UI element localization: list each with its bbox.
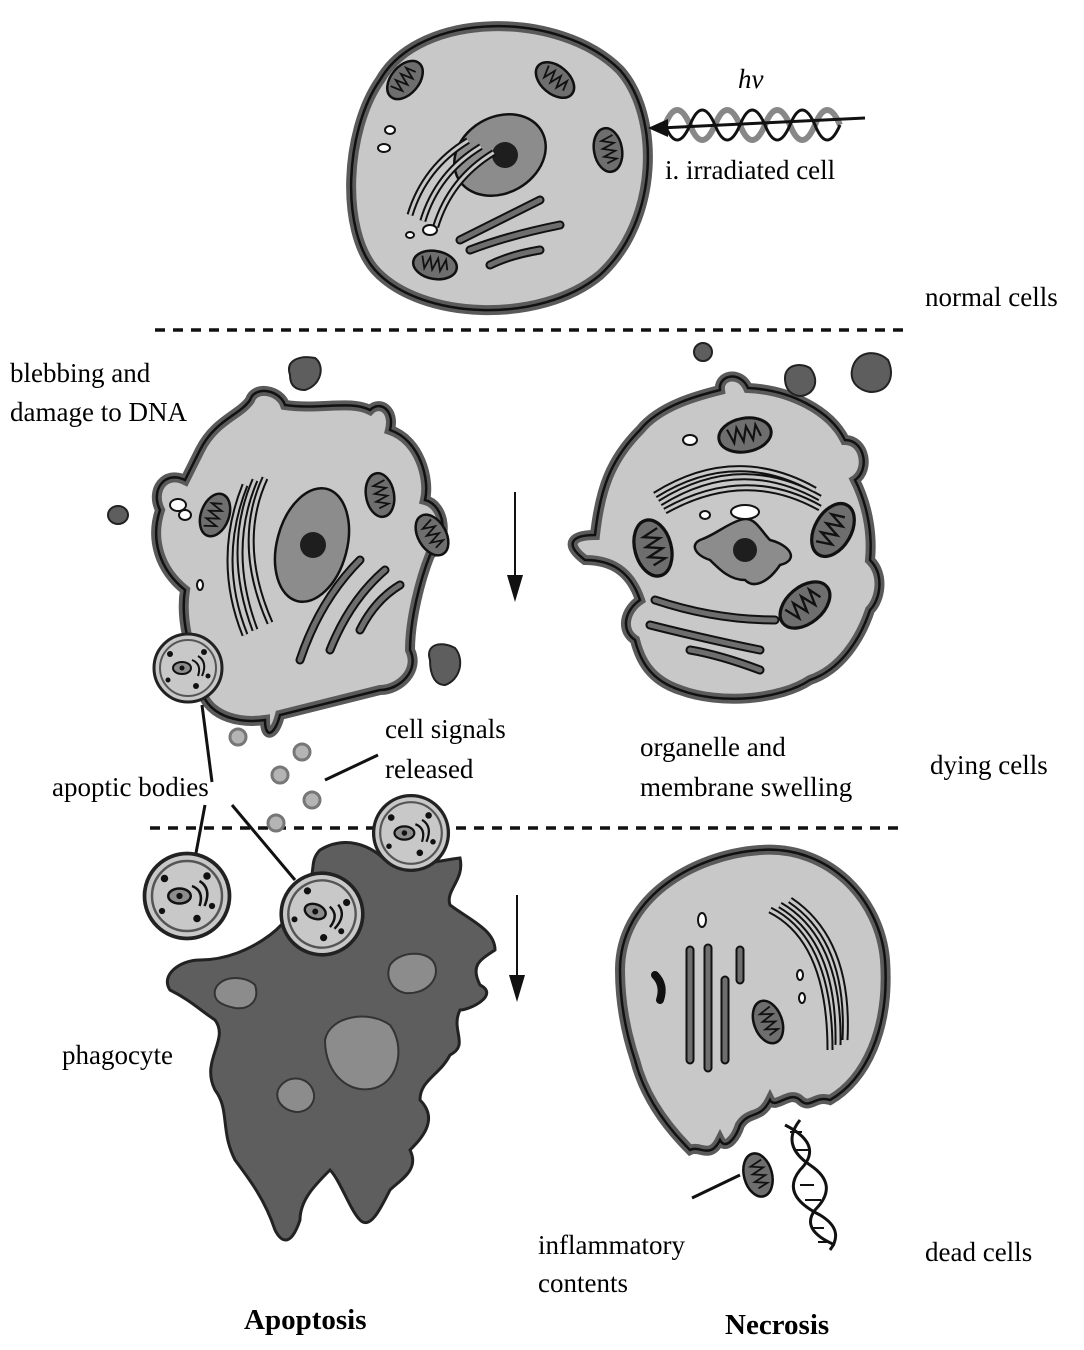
apoptotic-body xyxy=(145,854,230,939)
normal-cells-label: normal cells xyxy=(925,280,1058,314)
apoptotic-body xyxy=(154,634,222,702)
phagocyte-label: phagocyte xyxy=(62,1038,173,1072)
organelle-label-line1: organelle and xyxy=(640,730,786,764)
normal-cell xyxy=(351,26,648,310)
arrow-down-2 xyxy=(509,895,525,1002)
radiation-wave xyxy=(648,110,865,140)
dying-cells-label: dying cells xyxy=(930,748,1048,782)
released-mitochondrion xyxy=(739,1150,777,1200)
necrosis-title: Necrosis xyxy=(725,1308,829,1342)
blebbing-label-line2: damage to DNA xyxy=(10,395,187,429)
cell-signals-label-line1: cell signals xyxy=(385,712,506,746)
swollen-cell xyxy=(573,376,880,698)
apoptosis-title: Apoptosis xyxy=(244,1303,367,1337)
inflammatory-label-line1: inflammatory xyxy=(538,1228,685,1262)
bleb xyxy=(289,357,321,390)
apoptic-bodies-label: apoptic bodies xyxy=(52,770,209,804)
necrotic-cell xyxy=(620,850,886,1151)
bleb xyxy=(429,644,460,685)
hv-label: hv xyxy=(738,62,763,96)
bleb xyxy=(108,506,128,524)
irradiated-cell-label: i. irradiated cell xyxy=(665,153,835,187)
blebbing-label-line1: blebbing and xyxy=(10,356,150,390)
dead-cells-label: dead cells xyxy=(925,1235,1032,1269)
cell-signals xyxy=(230,729,320,831)
apoptotic-body-engulfed xyxy=(374,796,449,871)
inflammatory-label-line2: contents xyxy=(538,1266,628,1300)
organelle-label-line2: membrane swelling xyxy=(640,770,852,804)
cell-signals-label-line2: released xyxy=(385,752,473,786)
arrow-down-1 xyxy=(507,492,523,602)
dna-helix-icon xyxy=(785,1120,836,1250)
